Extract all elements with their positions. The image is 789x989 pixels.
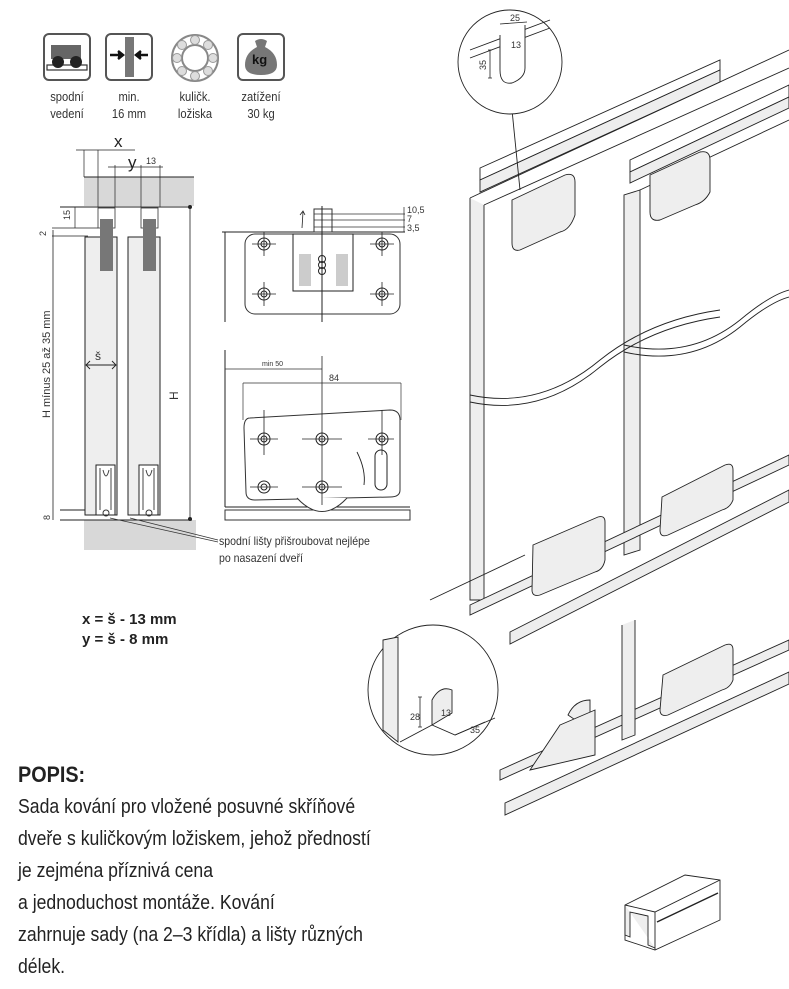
feature-line1: kuličk. (179, 89, 211, 104)
feature-line2: 16 mm (111, 106, 147, 121)
top-guide-1 (100, 219, 113, 271)
dim-3-5-label: 3,5 (407, 223, 420, 233)
bottom-roller-detail: min 50 84 (224, 350, 411, 521)
mounting-note: spodní lišty přišroubovat nejlépe po nas… (219, 533, 370, 567)
top-hanger-detail: 10,5 7 3,5 (222, 205, 425, 322)
door-panel-2 (127, 236, 161, 516)
note-line-1: spodní lišty přišroubovat nejlépe (219, 534, 370, 548)
feature-label-bottom-guide: spodní vedení (37, 88, 97, 122)
dim-y-label: y (128, 153, 137, 172)
dim-h-minus-label: H mínus 25 až 35 mm (41, 310, 53, 418)
feature-label-ball-bearing: kuličk. ložiska (165, 88, 225, 122)
description-line: je zejména příznivá cena (18, 859, 214, 882)
description-title: POPIS: (18, 762, 86, 787)
bottom-guide-icon (43, 33, 91, 81)
door-panel-1 (84, 236, 118, 516)
dim-8-label: 8 (42, 515, 52, 520)
feature-label-min-thickness: min. 16 mm (99, 88, 159, 122)
weight-icon: kg (237, 33, 285, 81)
feature-line1: min. (118, 89, 140, 104)
min-thickness-icon (105, 33, 153, 81)
ball-bearing-icon (170, 33, 220, 83)
feature-line2: ložiska (177, 106, 213, 121)
top-detail-dim-35: 35 (478, 60, 488, 70)
dim-13-label: 13 (146, 156, 156, 166)
ceiling (84, 177, 194, 206)
floor (84, 520, 196, 550)
top-notch-detail: 25 13 35 (457, 9, 563, 115)
bottom-detail-dim-13: 13 (441, 708, 451, 718)
description-line: a jednoduchost montáže. Kování (18, 891, 275, 914)
sliding-door-illustration (429, 49, 789, 816)
dim-7-label: 7 (407, 214, 412, 224)
dim-min50-label: min 50 (262, 361, 283, 368)
formula-y: y = š - 8 mm (82, 631, 169, 648)
description-line: zahrnuje sady (na 2–3 křídla) a lišty rů… (18, 923, 363, 946)
weight-badge: kg (252, 52, 268, 67)
description-line: dveře s kuličkovým ložiskem, jehož předn… (18, 827, 371, 850)
description-line: délek. (18, 955, 66, 978)
bottom-detail-dim-35: 35 (470, 725, 480, 735)
bottom-notch-detail: 28 13 35 (367, 624, 499, 756)
bottom-detail-dim-28: 28 (410, 712, 420, 722)
feature-label-weight: zatížení 30 kg (231, 88, 291, 122)
top-detail-dim-25: 25 (510, 13, 520, 23)
top-guide-2 (143, 219, 156, 271)
dim-84-label: 84 (329, 373, 339, 383)
feature-line2: vedení (50, 106, 84, 121)
dim-10-5-label: 10,5 (407, 205, 425, 215)
rail-profile-icon (624, 874, 721, 951)
feature-line1: zatížení (241, 89, 281, 104)
description-line: Sada kování pro vložené posuvné skříňové (18, 795, 356, 818)
note-line-2: po nasazení dveří (219, 551, 303, 565)
dim-x-label: x (114, 132, 123, 151)
formula-x: x = š - 13 mm (82, 611, 177, 628)
dim-h-label: H (167, 391, 181, 400)
dim-s-label: š (95, 349, 101, 363)
top-detail-dim-13: 13 (511, 40, 521, 50)
dim-15-label: 15 (62, 210, 72, 220)
dim-2-label: 2 (38, 231, 48, 236)
feature-line1: spodní (50, 89, 84, 104)
feature-line2: 30 kg (247, 106, 275, 121)
